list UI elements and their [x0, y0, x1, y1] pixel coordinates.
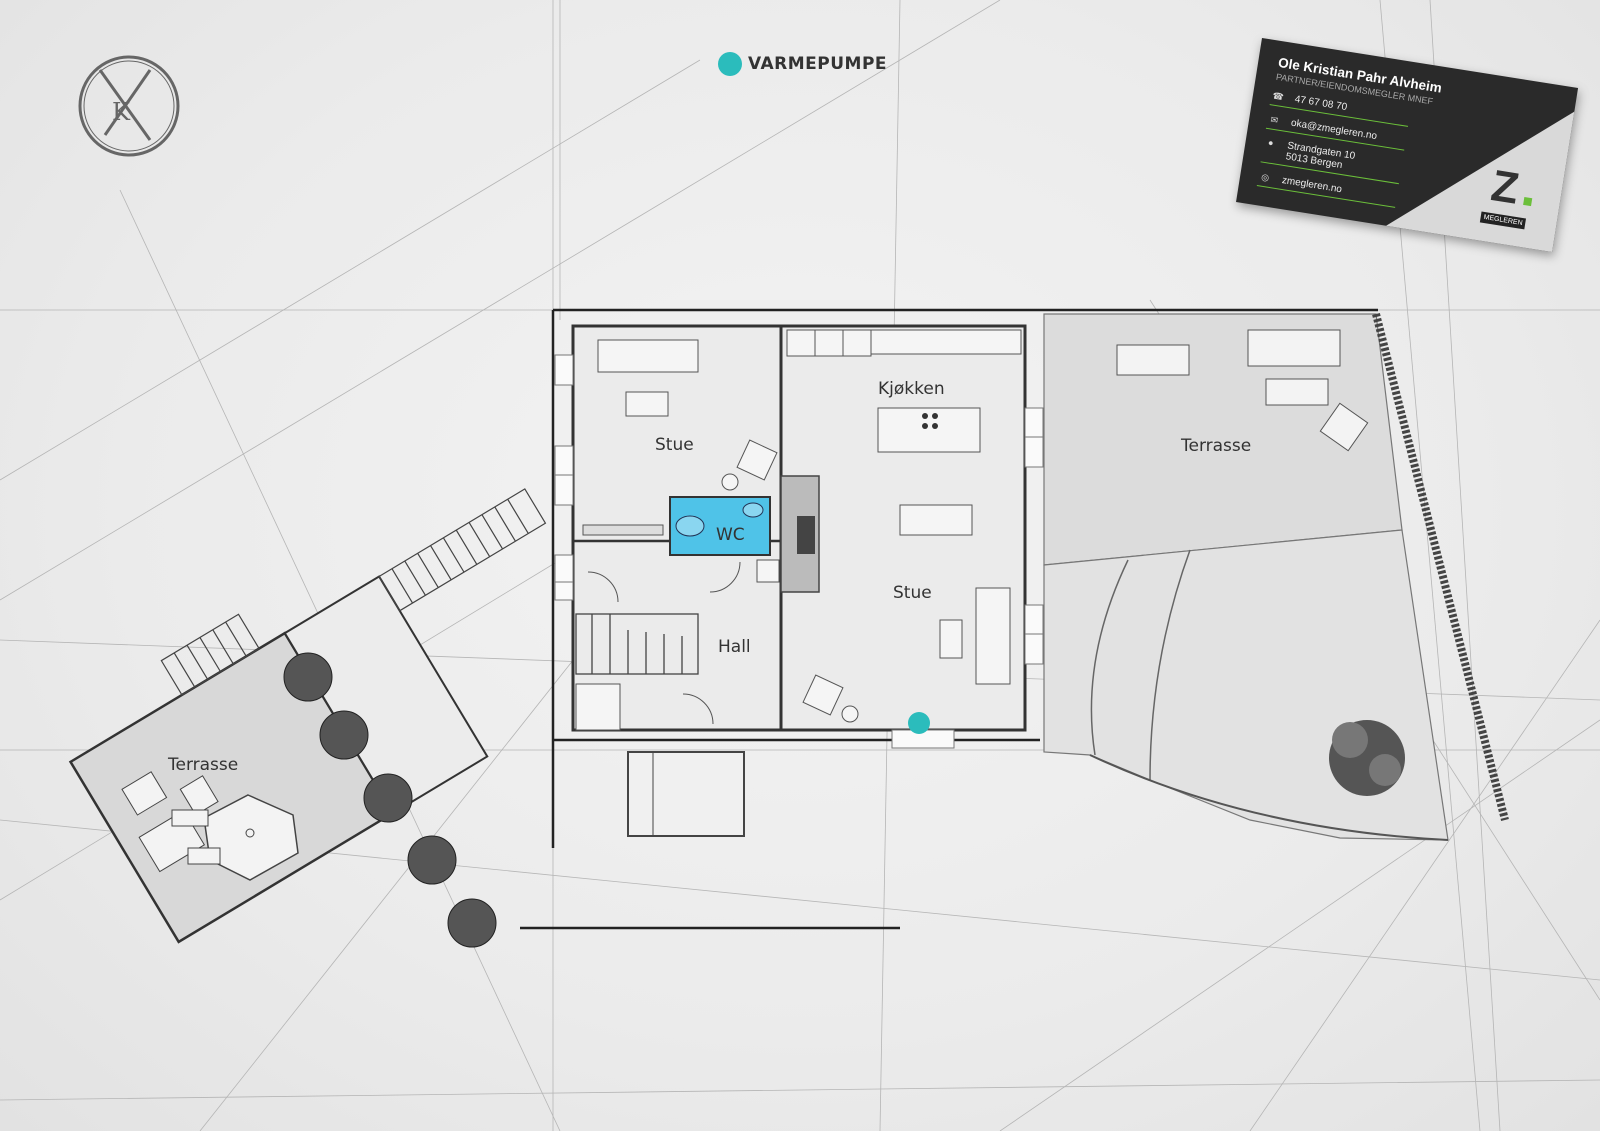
globe-icon: ◎	[1260, 171, 1270, 183]
phone-icon: ☎	[1271, 90, 1285, 103]
legend-label: VARMEPUMPE	[748, 54, 888, 74]
logo-letter: Z	[1487, 161, 1523, 214]
logo-dot	[1523, 196, 1533, 207]
heat-pump-marker-icon	[908, 712, 930, 734]
legend: VARMEPUMPE	[718, 52, 887, 76]
room-label-hall: Hall	[718, 637, 751, 657]
card-web: zmegleren.no	[1281, 174, 1343, 196]
property-boundary	[520, 308, 1378, 930]
terrasse-right-area	[1043, 313, 1509, 841]
room-label-stue-main: Stue	[893, 583, 932, 603]
card-phone: 47 67 08 70	[1293, 93, 1348, 114]
room-label-terrasse-left: Terrasse	[167, 755, 238, 775]
room-label-wc: WC	[716, 525, 745, 545]
mail-icon: ✉	[1269, 114, 1279, 126]
heat-pump-legend-icon	[718, 52, 742, 76]
card-email: oka@zmegleren.no	[1290, 117, 1378, 143]
compass-logo-icon: K	[78, 55, 180, 157]
terrasse-left-area	[68, 488, 547, 944]
zmegleren-logo: Z MEGLEREN	[1479, 161, 1543, 231]
room-label-stue-left: Stue	[655, 435, 694, 455]
bushes	[283, 652, 497, 948]
room-label-kjokken: Kjøkken	[878, 379, 945, 399]
house	[554, 324, 1044, 837]
room-label-terrasse-right: Terrasse	[1180, 436, 1251, 456]
location-icon: ●	[1267, 137, 1275, 149]
svg-text:K: K	[112, 98, 131, 126]
